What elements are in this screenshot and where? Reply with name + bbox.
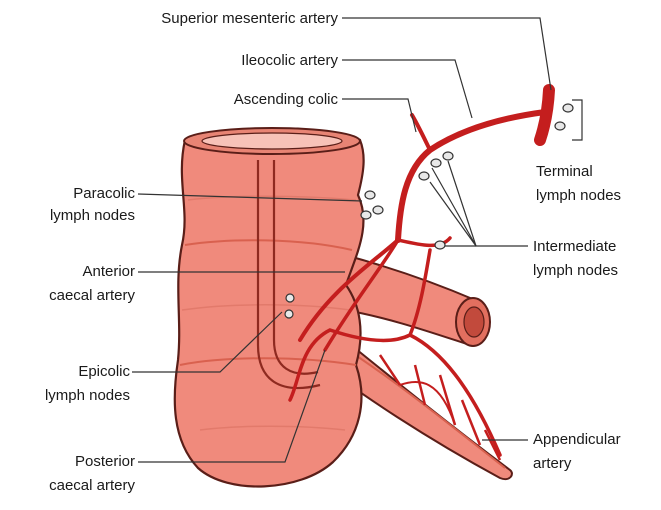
ascending-colic-artery [412,115,430,150]
label-ascending-colic: Ascending colic [234,91,339,108]
label-posterior-line2: caecal artery [49,477,135,494]
label-posterior-line1: Posterior [75,453,135,470]
caecum-colon [175,128,364,487]
ileum [345,255,490,346]
label-paracolic-line2: lymph nodes [50,207,135,224]
label-intermediate-line1: Intermediate [533,238,616,255]
label-epicolic-line2: lymph nodes [45,387,130,404]
terminal-lymph-nodes [555,104,573,130]
label-appendicular-line1: Appendicular [533,431,621,448]
label-intermediate-line2: lymph nodes [533,262,618,279]
label-appendicular-line2: artery [533,455,572,472]
intermediate-lymph-nodes [419,152,453,249]
label-epicolic-line1: Epicolic [78,363,130,380]
paracolic-lymph-nodes [361,191,383,219]
label-paracolic-line1: Paracolic [73,185,135,202]
label-anterior-line1: Anterior [82,263,135,280]
label-ileocolic-artery: Ileocolic artery [241,52,338,69]
label-anterior-line2: caecal artery [49,287,135,304]
label-superior-mesenteric-artery: Superior mesenteric artery [161,10,338,27]
label-terminal-line1: Terminal [536,163,593,180]
label-terminal-line2: lymph nodes [536,187,621,204]
